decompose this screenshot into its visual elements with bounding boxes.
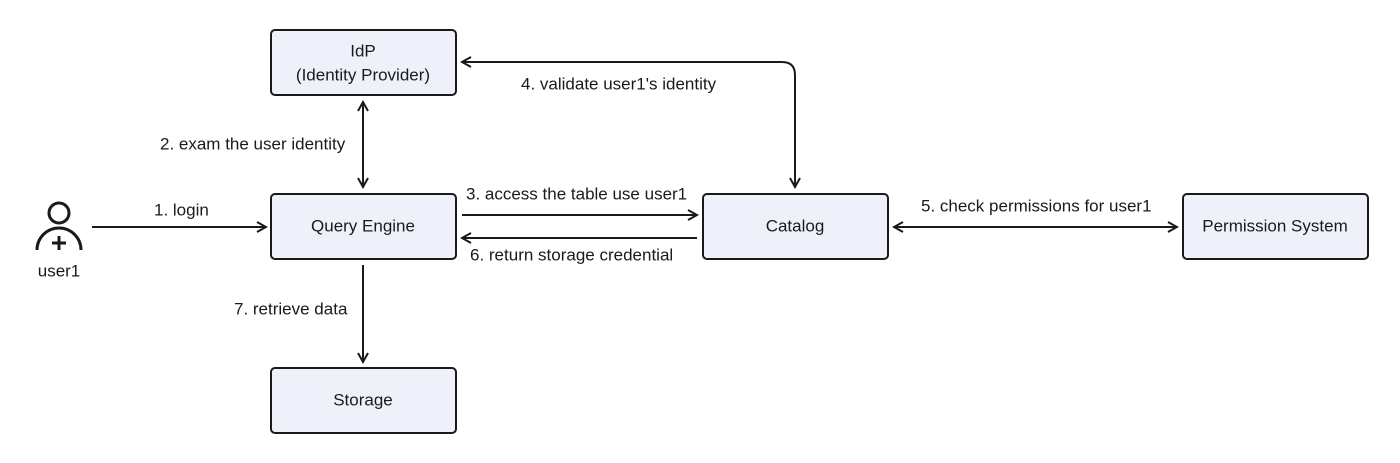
actor-label: user1 <box>38 261 81 280</box>
catalog-label: Catalog <box>766 216 825 235</box>
permission-system-node: Permission System <box>1182 193 1369 260</box>
permission-system-box <box>1182 193 1369 260</box>
exam-identity-label: 2. exam the user identity <box>160 134 346 153</box>
idp-node: IdP (Identity Provider) <box>270 29 457 96</box>
query-engine-label: Query Engine <box>311 216 415 235</box>
return-credential-label: 6. return storage credential <box>470 245 673 264</box>
storage-label: Storage <box>333 390 393 409</box>
storage-node: Storage <box>270 367 457 434</box>
retrieve-data-label: 7. retrieve data <box>234 299 348 318</box>
validate-identity-arrow <box>462 62 795 187</box>
catalog-node: Catalog <box>702 193 889 260</box>
query-engine-box <box>270 193 457 260</box>
user-add-icon <box>35 201 83 251</box>
catalog-box <box>702 193 889 260</box>
validate-identity-label: 4. validate user1's identity <box>521 74 717 93</box>
idp-box <box>270 29 457 96</box>
idp-title: IdP <box>350 41 376 60</box>
login-label: 1. login <box>154 200 209 219</box>
storage-box <box>270 367 457 434</box>
query-engine-node: Query Engine <box>270 193 457 260</box>
access-table-label: 3. access the table use user1 <box>466 184 687 203</box>
permission-system-label: Permission System <box>1202 216 1347 235</box>
idp-subtitle: (Identity Provider) <box>296 65 430 84</box>
check-permissions-label: 5. check permissions for user1 <box>921 196 1152 215</box>
